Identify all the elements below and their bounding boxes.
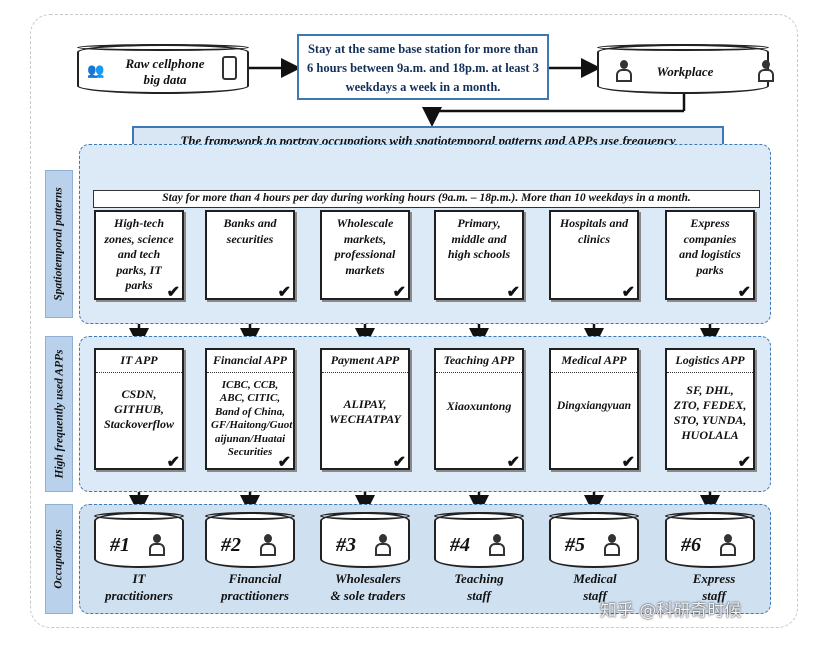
place-card: Hospitals and clinics✔ [549,210,639,300]
place-card: Primary, middle and high schools✔ [434,210,524,300]
check-icon: ✔ [166,283,180,301]
occupation-cylinder: #1 [94,512,184,568]
check-icon: ✔ [392,283,406,301]
check-icon: ✔ [621,283,635,301]
rule-text: Stay at the same base station for more t… [307,42,539,94]
person-icon [757,60,775,82]
side-label-apps: High frequently used APPs [45,336,73,492]
app-card: Payment APP ALIPAY, WECHATPAY ✔ [320,348,410,470]
person-icon [488,534,506,556]
raw-data-label: Raw cellphone big data [125,56,205,87]
raw-data-cylinder: 👥 Raw cellphone big data [77,44,249,94]
check-icon: ✔ [392,453,406,471]
spatiotemporal-band [79,144,771,324]
check-icon: ✔ [277,453,291,471]
outer-frame [30,14,798,628]
watermark: 知乎 @科研奇时候 [600,601,742,621]
occupations-band [79,504,771,614]
check-icon: ✔ [277,283,291,301]
check-icon: ✔ [737,453,751,471]
occupation-cylinder: #5 [549,512,639,568]
occupation-label: Express staff [692,571,736,603]
person-icon [259,534,277,556]
occupation-cylinder: #3 [320,512,410,568]
check-icon: ✔ [737,283,751,301]
person-icon [148,534,166,556]
check-icon: ✔ [621,453,635,471]
workplace-cylinder: Workplace [597,44,774,94]
occupation-cylinder: #4 [434,512,524,568]
app-card: Medical APP Dingxiangyuan ✔ [549,348,639,470]
occupation-label: Medical staff [573,571,617,603]
occupation-label: Teaching staff [454,571,504,603]
person-icon [615,60,633,82]
place-card: Express companies and logistics parks✔ [665,210,755,300]
workplace-label: Workplace [656,64,714,79]
app-card: Teaching APP Xiaoxuntong ✔ [434,348,524,470]
occupation-cylinder: #2 [205,512,295,568]
side-label-spatiotemporal: Spatiotemporal patterns [45,170,73,318]
phone-icon [222,56,237,80]
rule-box: Stay at the same base station for more t… [297,34,549,100]
place-card: High-tech zones, science and tech parks,… [94,210,184,300]
stay-rule-bar: Stay for more than 4 hours per day durin… [93,190,760,208]
apps-band [79,336,771,492]
check-icon: ✔ [506,453,520,471]
place-card: Wholescale markets, professional markets… [320,210,410,300]
occupation-label: Wholesalers & sole traders [330,571,406,603]
person-icon [603,534,621,556]
occupation-label: Financial practitioners [221,571,289,603]
occupation-label: IT practitioners [105,571,173,603]
check-icon: ✔ [506,283,520,301]
app-card: Financial APP ICBC, CCB, ABC, CITIC, Ban… [205,348,295,470]
place-card: Banks and securities✔ [205,210,295,300]
person-icon [719,534,737,556]
side-label-occupations: Occupations [45,504,73,614]
app-card: IT APP CSDN, GITHUB, Stackoverflow ✔ [94,348,184,470]
person-icon [374,534,392,556]
app-card: Logistics APP SF, DHL, ZTO, FEDEX, STO, … [665,348,755,470]
check-icon: ✔ [166,453,180,471]
occupation-cylinder: #6 [665,512,755,568]
people-icon: 👥 [87,64,105,79]
